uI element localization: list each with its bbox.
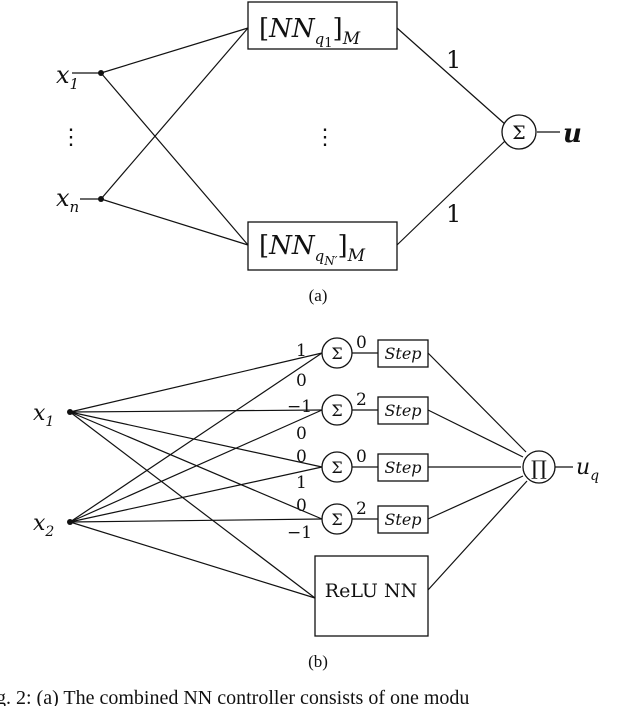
caption-b: (b) [308, 652, 328, 671]
step-label-3: Step [384, 458, 421, 477]
nn-qN-box [247, 221, 398, 271]
edge-xn-bottom [100, 198, 249, 246]
nn-q1-label: [NNq1]M [259, 14, 361, 51]
output-u-label: u [563, 119, 582, 149]
sum-symbol-4: Σ [331, 510, 342, 529]
step-box-1: Step [377, 339, 429, 368]
weight-3-x2: 1 [296, 473, 307, 493]
figure-caption-footer: g. 2: (a) The combined NN controller con… [0, 687, 469, 706]
x2-node-b [67, 519, 73, 525]
nn-q1-box [247, 1, 398, 50]
weight-4-x2: −1 [287, 523, 312, 543]
input-ellipsis: ⋮ [60, 125, 82, 150]
step-label-4: Step [384, 510, 421, 529]
nn-qN-label: [NNqN′]M [259, 231, 366, 268]
panel-a: x1 xn ⋮ ⋮ [NNq1]M [NNqN′]M 1 1 Σ u (a) [56, 1, 582, 305]
product-symbol: ∏ [531, 456, 547, 480]
input-x1-label-b: x1 [33, 401, 54, 430]
edge-x1-relu [69, 411, 316, 599]
bias-3: 0 [356, 447, 367, 467]
product-node [522, 450, 556, 484]
edge-x1-sum1 [69, 352, 323, 413]
xn-node [98, 196, 104, 202]
step-label-2: Step [384, 401, 421, 420]
weight-2-x1: −1 [287, 397, 312, 417]
input-x1-label: x1 [56, 61, 79, 93]
edge-x1-sum2 [69, 409, 323, 413]
relu-nn-label: ReLU NN [325, 580, 417, 602]
sum-symbol-3: Σ [331, 458, 342, 477]
bias-2: 2 [356, 390, 367, 410]
sum-symbol-1: Σ [331, 344, 342, 363]
sum-node-4: Σ [321, 503, 353, 535]
relu-to-prod [427, 480, 528, 591]
input-xn-label: xn [56, 184, 79, 216]
edge-xn-top [100, 27, 249, 200]
edge-x1-bottom [100, 72, 249, 246]
edge-x1-top [100, 27, 249, 74]
sum-node-2: Σ [321, 394, 353, 426]
step2-to-prod [427, 409, 524, 458]
step-box-3: Step [377, 453, 429, 482]
edge-x2-relu [69, 521, 316, 599]
edge-x2-sum1 [69, 352, 323, 523]
weight-top: 1 [446, 46, 461, 74]
sum-symbol-a: Σ [512, 122, 525, 144]
weight-1-x2: 0 [296, 371, 307, 391]
step-label-1: Step [384, 344, 421, 363]
step-box-4: Step [377, 505, 429, 534]
weight-2-x2: 0 [296, 424, 307, 444]
weight-1-x1: 1 [296, 341, 307, 361]
edge-x2-sum3 [69, 466, 323, 523]
relu-nn-box: ReLU NN [314, 555, 429, 637]
caption-a: (a) [309, 286, 328, 305]
sum-node-3: Σ [321, 451, 353, 483]
edge-x2-sum2 [69, 409, 323, 523]
controller-ellipsis: ⋮ [314, 125, 336, 150]
edge-top-sum [396, 27, 507, 126]
weight-3-x1: 0 [296, 447, 307, 467]
edge-x2-sum4 [69, 518, 323, 523]
step-box-2: Step [377, 396, 429, 425]
panel-b: x1 x2 Σ Σ Σ Σ 1 0 [33, 333, 599, 671]
step4-to-prod [427, 475, 524, 520]
output-uq-label: uq [576, 455, 599, 484]
sum-node-1: Σ [321, 337, 353, 369]
x1-node-b [67, 409, 73, 415]
input-x2-label-b: x2 [33, 511, 54, 540]
weight-bottom: 1 [446, 200, 461, 228]
bias-1: 0 [356, 333, 367, 353]
weight-4-x1: 0 [296, 496, 307, 516]
edge-x1-sum3 [69, 411, 323, 468]
x1-node [98, 70, 104, 76]
bias-4: 2 [356, 499, 367, 519]
sum-symbol-2: Σ [331, 401, 342, 420]
edge-bottom-sum [396, 139, 507, 246]
step1-to-prod [427, 352, 527, 453]
sum-node-a [501, 114, 537, 150]
